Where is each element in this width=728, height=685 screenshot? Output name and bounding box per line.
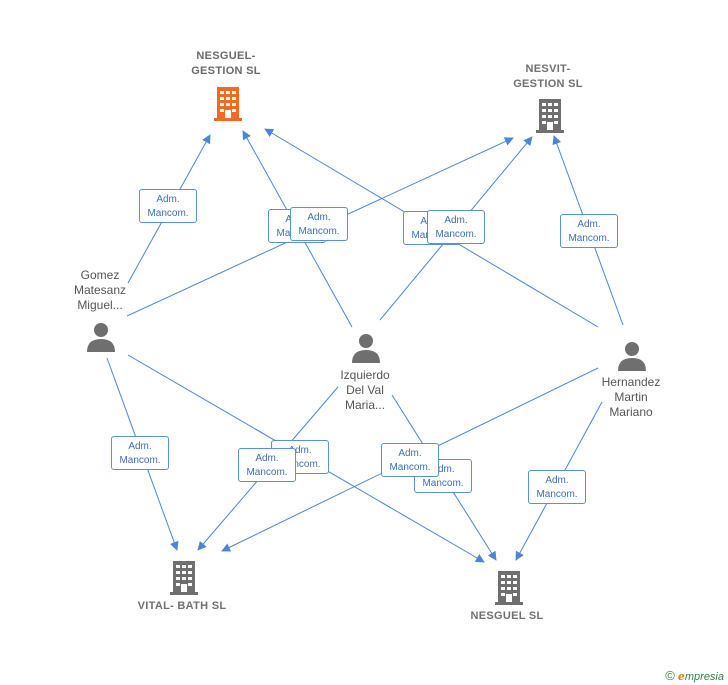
person-icon[interactable] <box>351 333 381 363</box>
edge-label[interactable]: Adm.Mancom. <box>139 189 197 223</box>
edge-label[interactable]: Adm.Mancom. <box>427 210 485 244</box>
person-label-gomez[interactable]: Gomez Matesanz Miguel... <box>73 268 127 312</box>
copyright-footer: © empresia <box>665 668 724 683</box>
company-label-nesvit-gestion[interactable]: NESVIT- GESTION SL <box>513 63 583 90</box>
company-label-nesguel[interactable]: NESGUEL SL <box>470 610 544 622</box>
person-icon[interactable] <box>86 322 116 352</box>
edge-label[interactable]: Adm.Mancom. <box>560 214 618 248</box>
building-icon[interactable] <box>212 85 244 121</box>
copyright-symbol: © <box>665 668 675 683</box>
edge-label[interactable]: Adm.Mancom. <box>238 448 296 482</box>
building-icon[interactable] <box>168 559 200 595</box>
edge-label[interactable]: Adm.Mancom. <box>528 470 586 504</box>
person-icon[interactable] <box>617 341 647 371</box>
person-label-izquierdo[interactable]: Izquierdo Del Val Maria... <box>340 368 390 412</box>
brand-name: mpresia <box>684 671 724 683</box>
person-label-hernandez[interactable]: Hernandez Martin Mariano <box>601 375 661 419</box>
edge-label[interactable]: Adm.Mancom. <box>381 443 439 477</box>
edge-label[interactable]: Adm.Mancom. <box>290 207 348 241</box>
edge-label[interactable]: Adm.Mancom. <box>111 436 169 470</box>
building-icon[interactable] <box>534 97 566 133</box>
building-icon[interactable] <box>493 569 525 605</box>
company-label-vital-bath[interactable]: VITAL- BATH SL <box>137 600 227 612</box>
company-label-nesguel-gestion[interactable]: NESGUEL- GESTION SL <box>191 50 261 77</box>
brand-logo-letter: e <box>677 670 685 683</box>
